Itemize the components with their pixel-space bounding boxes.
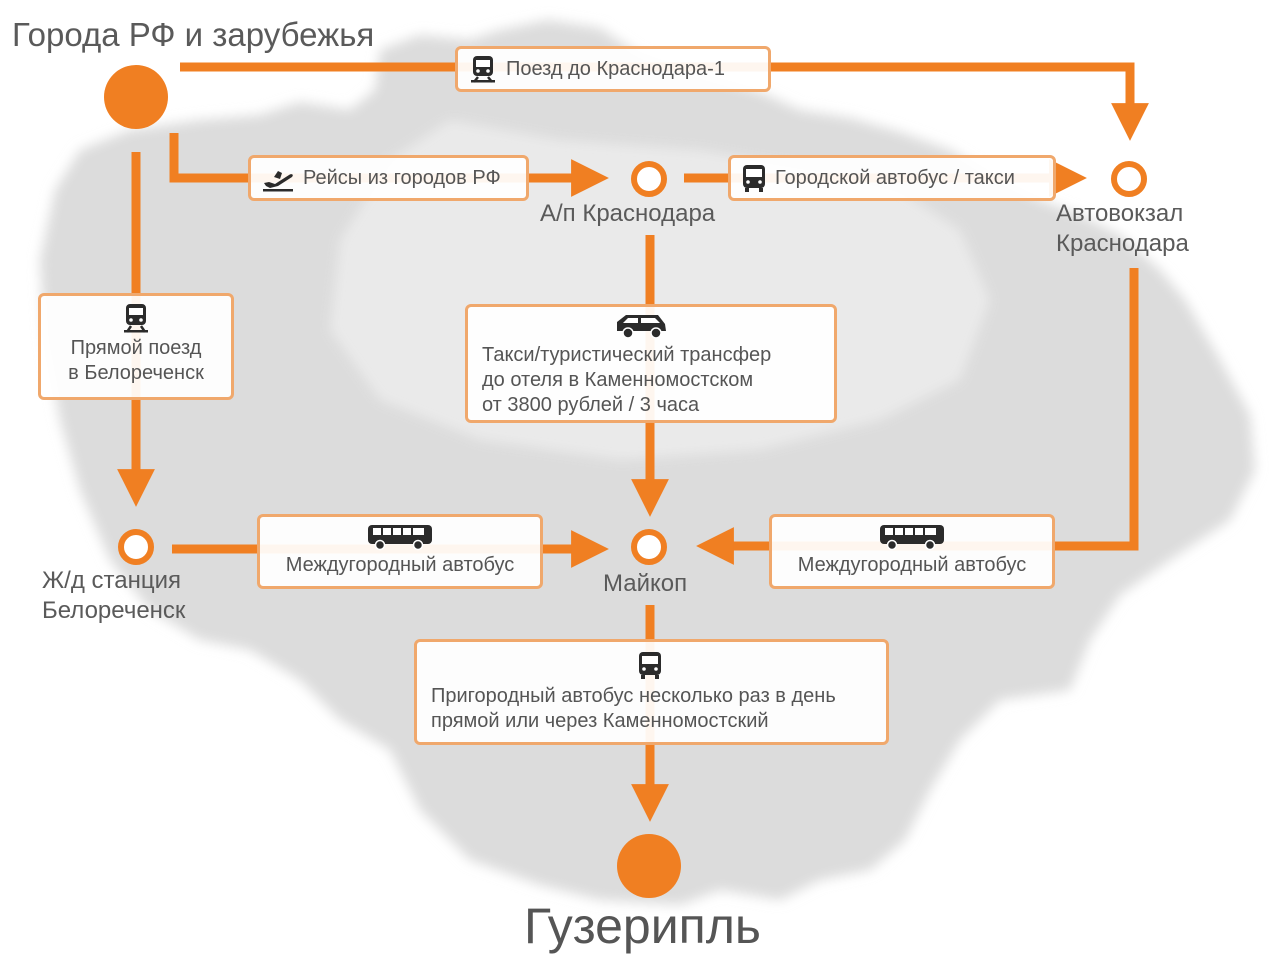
bus-station-label: Автовокзал Краснодара (1056, 200, 1189, 257)
airport-label: А/п Краснодара (540, 200, 716, 227)
airplane-icon (263, 171, 293, 192)
route-direct-train: Прямой поезд в Белореченск (38, 293, 234, 400)
bus-station-label-line1: Автовокзал (1056, 200, 1184, 227)
route-train-krasnodar: Поезд до Краснодара-1 (455, 46, 771, 92)
airport-node (631, 161, 667, 197)
origin-node (104, 65, 168, 129)
coach-icon (368, 525, 432, 551)
maikop-label: Майкоп (603, 570, 688, 597)
belorechensk-node (118, 529, 154, 565)
train-icon (124, 304, 148, 333)
route-intercity-bus-left: Междугородный автобус (257, 514, 543, 589)
car-icon (617, 315, 666, 339)
bus-icon (743, 165, 765, 192)
destination-node (617, 834, 681, 898)
route-transfer-line1: Такси/туристический трансфер (482, 344, 772, 366)
maikop-node (631, 529, 667, 565)
route-transfer: Такси/туристический трансфер до отеля в … (465, 304, 837, 423)
belorechensk-label-line1: Ж/д станция (42, 567, 181, 594)
train-icon (471, 56, 495, 83)
coach-icon (880, 525, 944, 551)
route-city-bus-taxi: Городской автобус / такси (728, 155, 1056, 201)
bus-station-label-line2: Краснодара (1056, 229, 1189, 257)
route-direct-train-line1: Прямой поезд (70, 337, 202, 359)
route-intercity-bus-right: Междугородный автобус (769, 514, 1055, 589)
route-direct-train-line2: в Белореченск (68, 362, 204, 384)
route-train-krasnodar-label: Поезд до Краснодара-1 (506, 57, 725, 80)
route-transfer-line3: от 3800 рублей / 3 часа (482, 394, 700, 416)
route-intercity-bus-right-label: Междугородный автобус (797, 554, 1027, 576)
route-intercity-bus-left-label: Междугородный автобус (285, 554, 515, 576)
belorechensk-label: Ж/д станция Белореченск (42, 567, 185, 624)
route-suburban-bus: Пригородный автобус несколько раз в день… (414, 639, 889, 745)
belorechensk-label-line2: Белореченск (42, 596, 186, 624)
route-suburban-bus-line2: прямой или через Каменномостский (431, 710, 769, 732)
origin-label: Города РФ и зарубежья (12, 16, 375, 53)
bus-station-node (1111, 161, 1147, 197)
route-flights-label: Рейсы из городов РФ (303, 166, 501, 189)
route-transfer-line2: до отеля в Каменномостском (482, 369, 754, 391)
bus-icon (638, 652, 661, 679)
route-flights: Рейсы из городов РФ (248, 155, 529, 201)
destination-label: Гузерипль (524, 898, 761, 954)
route-city-bus-taxi-label: Городской автобус / такси (775, 166, 1015, 189)
route-suburban-bus-line1: Пригородный автобус несколько раз в день (431, 685, 836, 707)
